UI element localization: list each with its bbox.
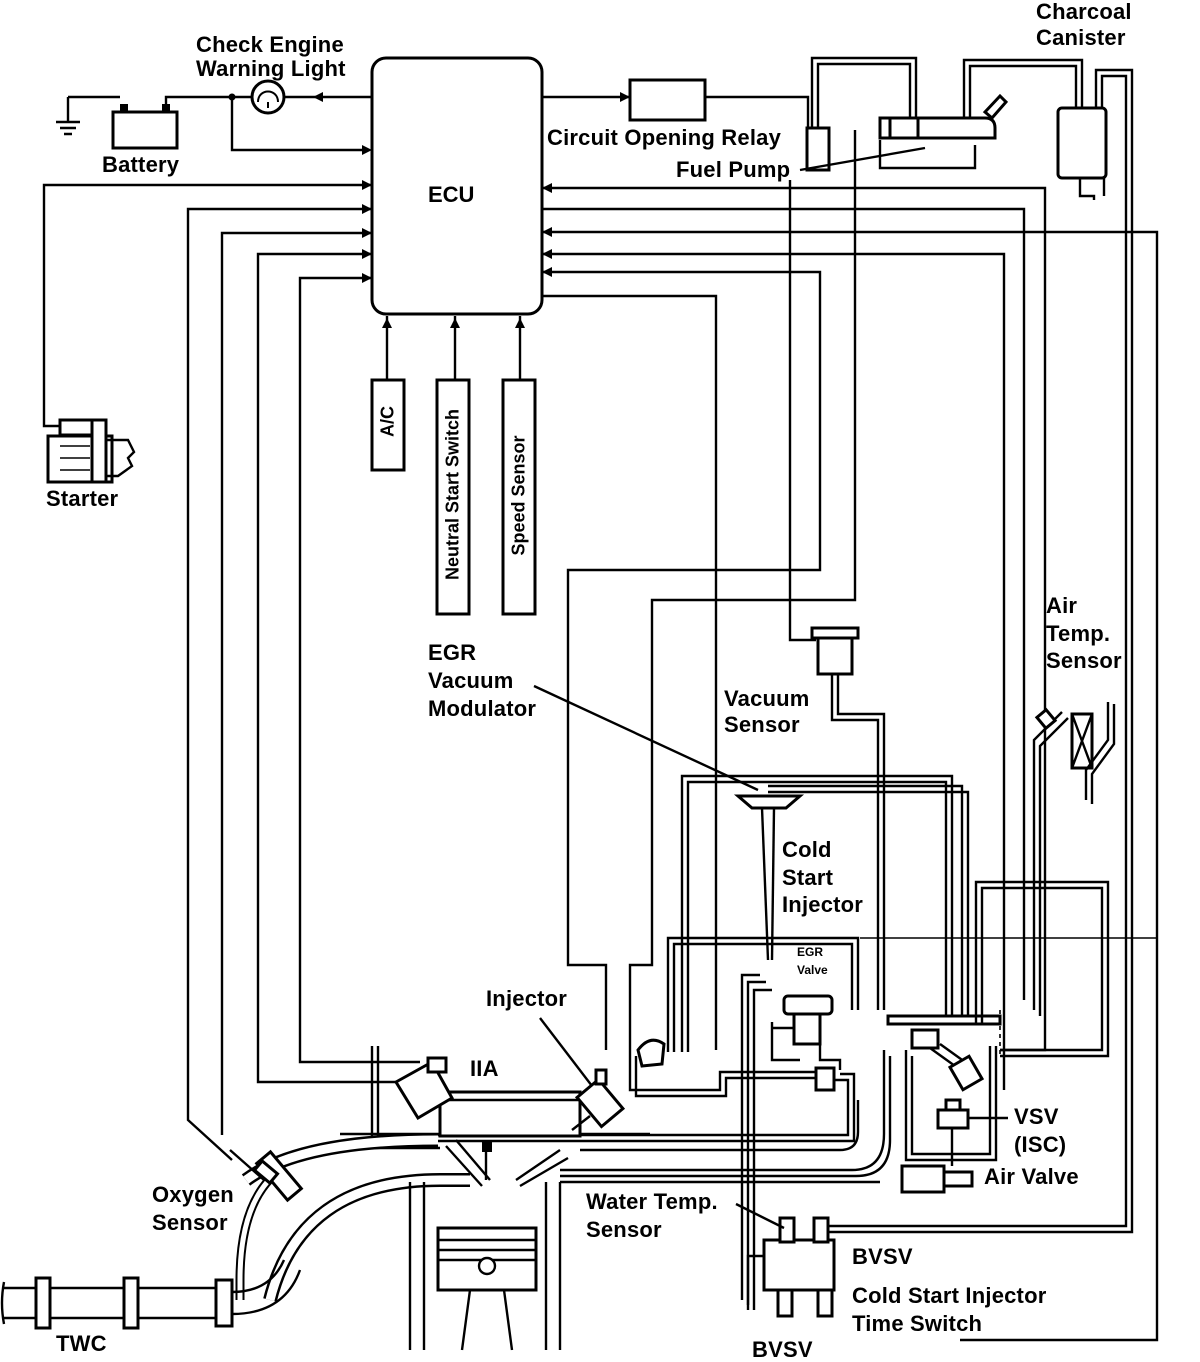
- ecu-wire-right-5: [542, 270, 822, 1050]
- ac-label: A/C: [377, 406, 398, 437]
- egr-valve: [370, 994, 856, 1143]
- vacuum-label: Vacuum: [428, 668, 514, 693]
- engine-cylinder: [408, 1142, 562, 1351]
- neutral-start-switch-label: Neutral Start Switch: [442, 408, 463, 581]
- egr-vacuum-hose-2: [768, 784, 964, 1020]
- egr-modulator-pointer: [533, 684, 759, 792]
- egr-label: EGR: [428, 640, 477, 665]
- ecu-wire-right-4: [542, 252, 1006, 1090]
- vsv-isc: [936, 1098, 1008, 1160]
- speed-sensor-box: [501, 378, 537, 616]
- check-engine-lamp: [250, 79, 286, 115]
- charcoal-canister: [828, 68, 1134, 1234]
- fuel-line-top: [816, 62, 912, 128]
- bvsv-lower-hose-3: [752, 988, 772, 1310]
- circuit-opening-relay: [628, 78, 707, 122]
- egr-vacuum-hose-1-inner: [686, 780, 948, 1052]
- fuel-pump-body: [805, 126, 831, 172]
- egr-vacuum-modulator: [733, 794, 805, 961]
- check-engine-label: Check Engine: [196, 32, 344, 57]
- starter-label: Starter: [46, 486, 119, 511]
- fuel-pump-pointer: [799, 146, 926, 172]
- isc-label: (ISC): [1014, 1132, 1067, 1157]
- egr-valve-label-2: Valve: [797, 963, 828, 977]
- vacuum-sensor-label-2: Sensor: [724, 712, 800, 737]
- circuit-opening-relay-label: Circuit Opening Relay: [547, 125, 782, 150]
- start-label: Start: [782, 865, 834, 890]
- ecu-wire-right-2: [542, 207, 1026, 1000]
- ecu-wire-left-3: [220, 231, 372, 1135]
- modulator-label: Modulator: [428, 696, 537, 721]
- intake-manifold: [310, 1050, 892, 1178]
- time-switch-label: Time Switch: [852, 1311, 983, 1336]
- ground-symbol: [56, 97, 80, 136]
- battery-ecu-wire: [230, 97, 365, 152]
- cold-start-injector: [628, 1038, 816, 1098]
- ecu-wire-left-4: [256, 252, 398, 1084]
- cold-start-injector-switch-label: Cold Start Injector: [852, 1283, 1047, 1308]
- cold-start-hose: [666, 936, 860, 1052]
- egr-vacuum-hose-1: [680, 774, 954, 1052]
- fuel-line-top-outer: [810, 56, 918, 128]
- egr-valve-link: [818, 1044, 842, 1070]
- twc-label: TWC: [56, 1331, 107, 1356]
- ecu-label: ECU: [428, 182, 475, 207]
- bvsv-assembly: [746, 1216, 836, 1318]
- cold-label: Cold: [782, 837, 832, 862]
- fuel-pump-wire-down: [628, 130, 857, 1050]
- air-temp-sensor: [1032, 702, 1116, 1016]
- bvsv-lower-hose-2: [746, 980, 766, 1305]
- air-temp-sensor-label: Sensor: [1046, 648, 1122, 673]
- warning-light-label: Warning Light: [196, 56, 346, 81]
- oxygen-sensor-wire: [186, 207, 372, 1161]
- starter-motor: [46, 418, 136, 484]
- air-label: Air: [1046, 593, 1078, 618]
- ecu-wire-left-5: [298, 276, 420, 1064]
- canister-label: Canister: [1036, 25, 1126, 50]
- cold-start-hose-inner: [672, 942, 854, 1052]
- water-temp-sensor-label: Sensor: [586, 1217, 662, 1242]
- starter-wire: [42, 183, 372, 428]
- charcoal-label: Charcoal: [1036, 0, 1132, 24]
- air-valve-label: Air Valve: [984, 1164, 1079, 1189]
- bvsv-lower-label: BVSV: [752, 1337, 813, 1362]
- vacuum-sensor: [810, 626, 886, 1010]
- water-temp-label: Water Temp.: [586, 1189, 718, 1214]
- oxygen-sensor-label: Sensor: [152, 1210, 228, 1235]
- exhaust-pipe: [229, 1149, 304, 1300]
- vacuum-sensor-label-1: Vacuum: [724, 686, 810, 711]
- battery-label: Battery: [102, 152, 180, 177]
- vsv-label: VSV: [1014, 1104, 1059, 1129]
- cold-start-injector-label: Injector: [782, 892, 864, 917]
- oxygen-label: Oxygen: [152, 1182, 234, 1207]
- engine-head: [241, 1133, 880, 1302]
- fuel-tank: [878, 58, 1084, 170]
- neutral-start-switch-box: [435, 378, 471, 616]
- injector-label: Injector: [486, 986, 568, 1011]
- egr-valve-label-1: EGR: [797, 945, 824, 959]
- vacuum-sensor-wire: [788, 180, 816, 642]
- ecu-wire-right-3: [542, 230, 1159, 1342]
- egr-vacuum-hose-2-inner: [768, 790, 970, 1020]
- ecu-wire-right-1: [542, 186, 1047, 1052]
- ecu-wire-right-6: [542, 294, 718, 1050]
- battery: [111, 104, 179, 150]
- fuel-pump-label: Fuel Pump: [676, 157, 791, 182]
- water-temp-pointer: [735, 1202, 785, 1230]
- air-valve: [900, 1160, 974, 1194]
- speed-sensor-label: Speed Sensor: [508, 435, 529, 556]
- bvsv-lower-hose-1: [740, 973, 760, 1300]
- battery-positive-wire: [164, 95, 258, 104]
- iia-label: IIA: [470, 1056, 499, 1081]
- fuel-injector: [571, 1068, 626, 1131]
- relay-pump-wire: [705, 95, 810, 130]
- iia-distributor: [393, 1056, 455, 1121]
- injector-pointer: [539, 1017, 593, 1087]
- ac-box: [370, 378, 406, 472]
- twc-converter: [0, 1259, 302, 1330]
- temp-label: Temp.: [1046, 621, 1111, 646]
- bvsv-upper-label: BVSV: [852, 1244, 913, 1269]
